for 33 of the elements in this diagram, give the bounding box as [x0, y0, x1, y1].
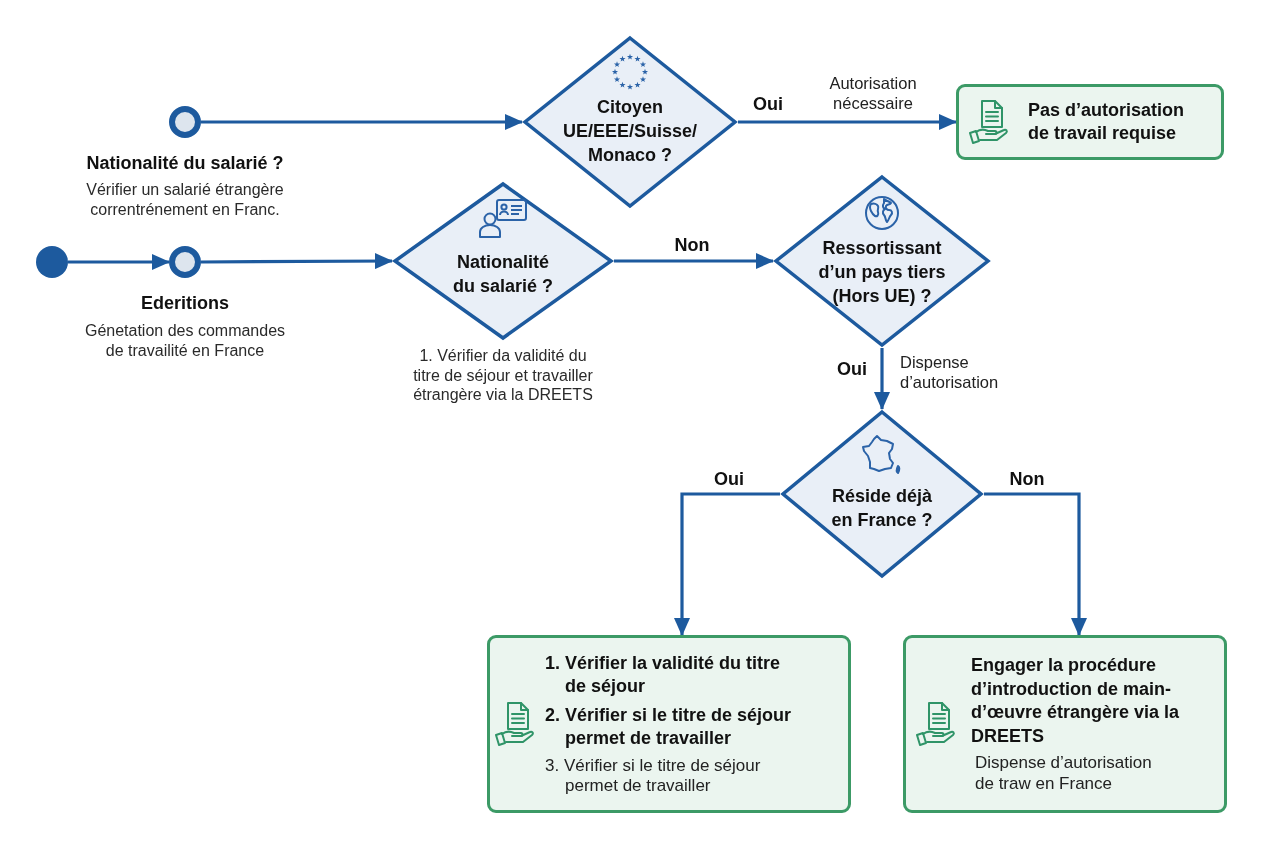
note-text: Dispense d’autorisation de traw en France	[975, 753, 1153, 794]
flow-arrow	[674, 492, 780, 636]
step-ring	[169, 246, 201, 278]
flow-arrow	[984, 492, 1087, 636]
flow-arrow	[874, 348, 890, 410]
step-description: Vérifier un salarié étrangère correntrénement en Franc.	[85, 180, 285, 219]
question-text: Nationalité du salarié ?	[451, 251, 554, 298]
result-box	[956, 84, 1224, 160]
question-text: Citoyen UE/EEE/Suisse/ Monaco ?	[561, 96, 699, 167]
step-title: Nationalité du salarié ?	[85, 152, 285, 175]
result-box	[903, 635, 1227, 813]
note-text: 3. Vérifier si le titre de séjour permet de travailler	[545, 755, 762, 797]
step-description: 1. Vérifier da validité du titre de séjour et travailler étrangère via la DREETS	[412, 346, 594, 405]
question-text: Réside déjà en France ?	[830, 485, 934, 532]
flow-arrow	[614, 253, 774, 269]
step-description: Génetation des commandes de travailité en France	[83, 321, 287, 360]
decision-diamond	[522, 35, 738, 209]
action-text: Engager la procédure d’introduction de main-d’œuvre étrangère via la DREETS	[971, 654, 1181, 748]
result-box	[487, 635, 851, 813]
decision-diamond	[392, 181, 614, 341]
action-text: 2. Vérifier si le titre de séjour permet de travailler	[545, 703, 793, 750]
decision-diamond	[773, 174, 991, 348]
action-text: 1. Vérifier la validité du titre de séjour	[545, 651, 782, 698]
decision-diamond	[780, 409, 984, 579]
flow-arrow	[738, 114, 957, 130]
step-ring	[169, 106, 201, 138]
question-text: Ressortissant d’un pays tiers (Hors UE) ?	[817, 237, 947, 308]
flow-arrow	[68, 254, 170, 270]
flow-arrow	[201, 114, 523, 130]
flow-arrow	[201, 253, 393, 270]
start-dot	[36, 246, 68, 278]
step-title: Ederitions	[140, 292, 230, 315]
action-text: Pas d’autorisation de travail requise	[1028, 98, 1186, 145]
